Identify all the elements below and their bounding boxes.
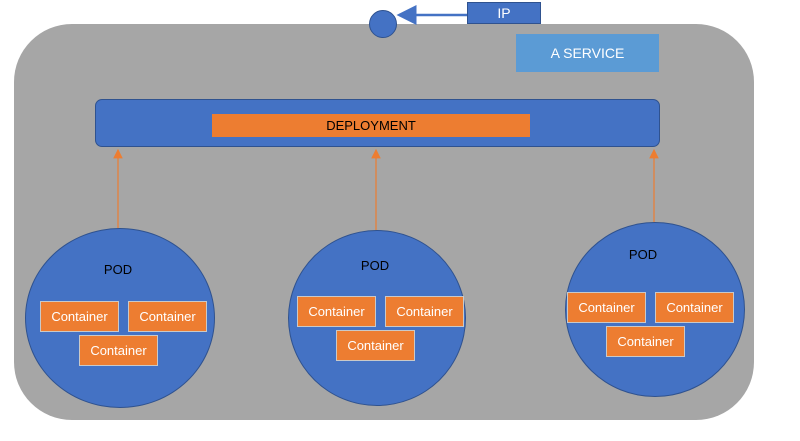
pod-3-label: POD xyxy=(628,247,658,262)
service-endpoint-circle xyxy=(369,10,397,38)
pod-2-container-1: Container xyxy=(297,296,376,327)
deployment-label-box: DEPLOYMENT xyxy=(212,114,530,137)
pod-1-label: POD xyxy=(103,262,133,277)
pod-1-container-1: Container xyxy=(40,301,119,332)
pod-1-container-2: Container xyxy=(128,301,207,332)
pod-3-container-3: Container xyxy=(606,326,685,357)
pod-3-container-2: Container xyxy=(655,292,734,323)
pod-2-container-2: Container xyxy=(385,296,464,327)
pod-2-container-3: Container xyxy=(336,330,415,361)
pod-2-label: POD xyxy=(360,258,390,273)
pod-3-container-1: Container xyxy=(567,292,646,323)
ip-label: IP xyxy=(497,5,511,21)
pod-1-container-3: Container xyxy=(79,335,158,366)
ip-box: IP xyxy=(467,2,541,24)
service-box: A SERVICE xyxy=(516,34,659,72)
deployment-label: DEPLOYMENT xyxy=(326,118,416,133)
service-label: A SERVICE xyxy=(550,45,625,61)
